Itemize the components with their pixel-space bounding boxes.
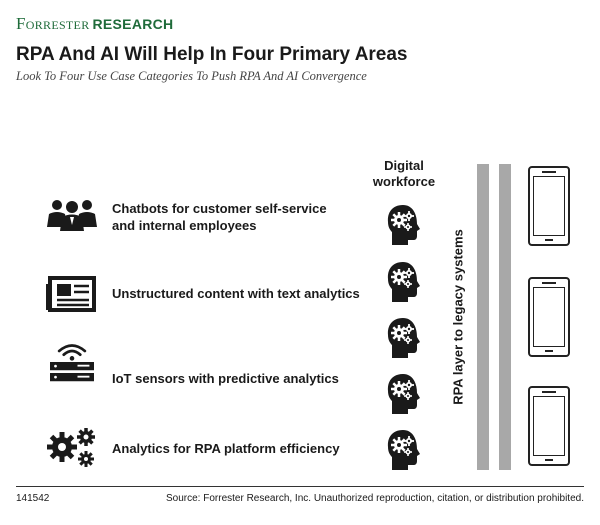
- rpa-layer-rail-left: [477, 164, 489, 470]
- figure-id: 141542: [16, 493, 50, 504]
- brand-suffix: RESEARCH: [92, 16, 174, 32]
- legacy-system-device-1: [528, 166, 570, 246]
- figure-subtitle: Look To Four Use Case Categories To Push…: [16, 69, 367, 83]
- legacy-system-device-3: [528, 386, 570, 466]
- legacy-system-device-2: [528, 277, 570, 357]
- digital-workforce-header-line2: workforce: [372, 174, 436, 189]
- brand-name: Forrester: [16, 14, 90, 33]
- use-case-rpa-analytics: Analytics for RPA platform efficiency: [112, 441, 340, 456]
- source-note: Source: Forrester Research, Inc. Unautho…: [166, 493, 584, 504]
- newspaper-icon: [46, 276, 96, 312]
- robot-head-gear-icon: [386, 316, 424, 360]
- robot-head-gear-icon: [386, 428, 424, 472]
- robot-head-gear-icon: [386, 260, 424, 304]
- figure-title: RPA And AI Will Help In Four Primary Are…: [16, 44, 408, 65]
- digital-workforce-header: Digital workforce: [362, 158, 446, 190]
- use-case-chatbots: Chatbots for customer self-service and i…: [112, 200, 327, 234]
- use-case-chatbots-line2: and internal employees: [112, 218, 257, 233]
- people-icon: [47, 200, 97, 231]
- footer-divider: [16, 486, 584, 487]
- rpa-layer-rail-right: [499, 164, 511, 470]
- use-case-chatbots-line1: Chatbots for customer self-service: [112, 201, 327, 216]
- rpa-layer-label: RPA layer to legacy systems: [450, 229, 466, 405]
- use-case-text-analytics: Unstructured content with text analytics: [112, 286, 360, 301]
- digital-workforce-header-line1: Digital: [384, 158, 424, 173]
- robot-head-gear-icon: [386, 372, 424, 416]
- use-case-iot: IoT sensors with predictive analytics: [112, 371, 339, 386]
- robot-head-gear-icon: [386, 203, 424, 247]
- gears-icon: [47, 428, 95, 467]
- iot-sensor-icon: [50, 344, 94, 382]
